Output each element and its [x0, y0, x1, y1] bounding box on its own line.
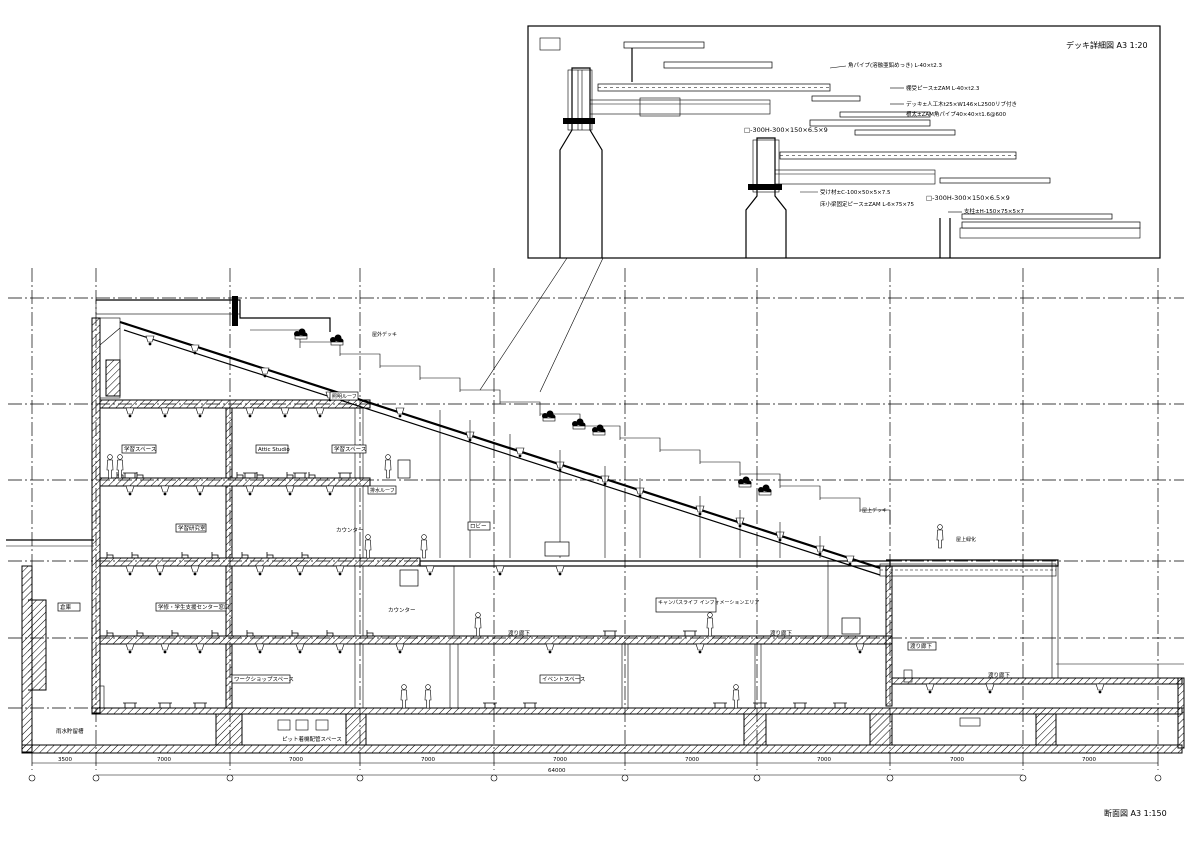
detail-column-right	[745, 137, 787, 258]
deck-detail-inset: デッキ詳細図 A3 1:20 角パイプ(溶融亜鉛めっき) L-40×t2.3 棚…	[479, 25, 1161, 393]
detail-beams	[539, 37, 1141, 239]
detail-label-2: 棚受ピース±ZAM L-40×t2.3	[906, 84, 980, 92]
furniture	[106, 459, 861, 709]
deck-columns	[439, 410, 829, 636]
dim-6: 7000	[685, 757, 699, 763]
detail-label-3: デッキ±人工木t25×W146×L2500リブ付き	[906, 100, 1017, 108]
building-structure	[6, 296, 1185, 754]
label-storage: 雨水貯留槽	[56, 727, 84, 735]
detail-column-lower	[939, 218, 951, 258]
label-corridor-1: 渡り廊下	[508, 629, 531, 637]
deck-step-seats	[250, 329, 891, 525]
label-study-room: 学習研究室	[178, 524, 206, 532]
detail-label-9: 支柱±H-150×75×5×7	[964, 207, 1025, 215]
note-drain-roof: 排水ルーフ	[370, 487, 395, 494]
label-counter-2: カウンター	[388, 606, 416, 614]
detail-label-6: 受け材±C-100×50×5×7.5	[820, 188, 891, 196]
detail-title: デッキ詳細図 A3 1:20	[1066, 40, 1148, 50]
note-outdoor-deck: 屋外デッキ	[372, 331, 397, 338]
note-roof-deck: 屋上デッキ	[862, 507, 887, 514]
label-counter-1: カウンター	[336, 526, 364, 534]
left-exterior-wall	[91, 317, 101, 714]
label-corridor-3: 渡り廊下	[988, 671, 1011, 679]
foundation-slab	[21, 744, 1183, 754]
notes: 排水ルーフ 照明ルーフ 屋外デッキ 屋上デッキ 屋上緑化	[329, 331, 976, 543]
detail-label-8: □-300H-300×150×6.5×9	[926, 194, 1010, 202]
dim-5: 7000	[553, 757, 567, 763]
dim-overall: 64000	[548, 768, 566, 774]
label-campus-life: キャンパスライフ インフォメーションエリア	[658, 600, 759, 606]
label-store: 倉庫	[60, 603, 72, 611]
ground-floor-slab	[91, 707, 1183, 715]
dim-1: 3500	[58, 757, 72, 763]
dim-8: 7000	[950, 757, 964, 763]
label-event: イベントスペース	[542, 676, 585, 683]
3f-slab	[99, 477, 371, 487]
label-lobby: ロビー	[470, 522, 487, 530]
detail-annotations: 角パイプ(溶融亜鉛めっき) L-40×t2.3 棚受ピース±ZAM L-40×t…	[744, 61, 1025, 215]
bottom-dimensions: 3500 7000 7000 7000 7000 7000 7000 7000 …	[28, 757, 1162, 782]
note-light-roof: 照明ルーフ	[332, 394, 357, 400]
label-workshop: ワークショップスペース	[234, 676, 294, 683]
dim-2: 7000	[157, 757, 171, 763]
label-pit: ピット着機配管スペース	[282, 735, 342, 743]
label-corridor-2: 渡り廊下	[770, 629, 793, 637]
detail-leader-right	[539, 257, 604, 393]
detail-label-1: 角パイプ(溶融亜鉛めっき) L-40×t2.3	[848, 61, 943, 69]
section-title: 断面図 A3 1:150	[1104, 808, 1167, 818]
detail-deck-steps	[597, 41, 1141, 229]
dim-7: 7000	[817, 757, 831, 763]
detail-label-7: 床小梁固定ピース±ZAM L-6×75×75	[820, 200, 915, 208]
room-labels: 学習スペース Attic Studio 学習スペース 学習研究室 ロビー カウン…	[56, 444, 1011, 743]
dim-4: 7000	[421, 757, 435, 763]
detail-label-5: □-300H-300×150×6.5×9	[744, 126, 828, 134]
detail-frame	[527, 25, 1161, 259]
deck-plants	[293, 328, 772, 496]
dim-9: 7000	[1082, 757, 1096, 763]
deck-brackets	[145, 335, 855, 566]
1f-slab	[99, 635, 893, 645]
dim-3: 7000	[289, 757, 303, 763]
detail-leader-left	[479, 257, 568, 391]
label-attic: Attic Studio	[258, 447, 290, 453]
note-green-roof: 屋上緑化	[956, 536, 976, 543]
label-support-center: 学修・学生支援センター窓口	[158, 603, 230, 611]
sloped-deck	[119, 320, 891, 636]
label-study-1: 学習スペース	[124, 445, 156, 453]
detail-label-4: 根太±ZAM角パイプ40×40×t1.6@600	[906, 110, 1007, 118]
detail-column-left	[559, 67, 603, 258]
label-study-2: 学習スペース	[334, 445, 366, 453]
2f-slab	[99, 557, 421, 567]
label-room: 渡り廊下	[910, 642, 933, 650]
